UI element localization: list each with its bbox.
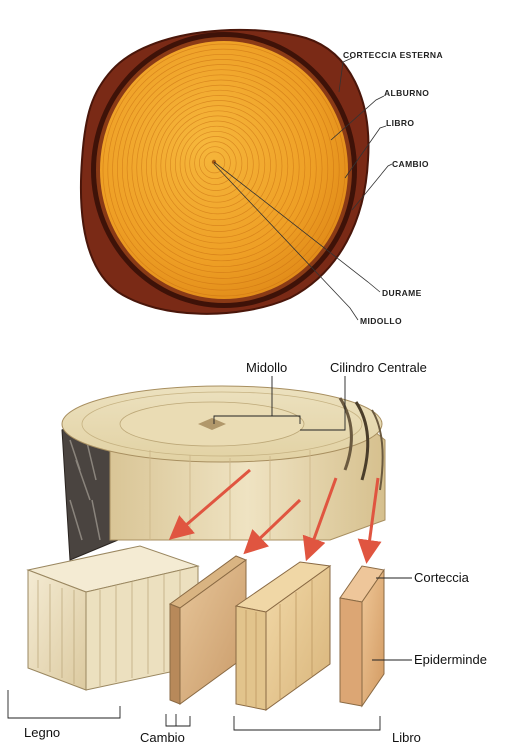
label-epiderminde: Epiderminde bbox=[414, 652, 487, 667]
bracket-legno bbox=[8, 690, 120, 718]
label-cambio: CAMBIO bbox=[392, 159, 429, 169]
corteccia-front bbox=[340, 598, 362, 706]
label-cambio-bottom: Cambio bbox=[140, 730, 185, 745]
trunk-cross-section bbox=[81, 30, 369, 314]
label-midollo-bottom: Midollo bbox=[246, 360, 287, 375]
stem-cylinder bbox=[62, 386, 385, 560]
bracket-cambio bbox=[166, 714, 176, 726]
corteccia-block bbox=[340, 566, 384, 706]
label-corteccia: Corteccia bbox=[414, 570, 470, 585]
label-libro-bottom: Libro bbox=[392, 730, 421, 745]
libro-block bbox=[236, 562, 330, 710]
label-durame: DURAME bbox=[382, 288, 422, 298]
bracket-cambio-2 bbox=[176, 716, 190, 726]
label-libro: LIBRO bbox=[386, 118, 414, 128]
label-alburno: ALBURNO bbox=[384, 88, 429, 98]
label-corteccia-esterna: CORTECCIA ESTERNA bbox=[343, 50, 443, 60]
label-legno: Legno bbox=[24, 725, 60, 740]
label-midollo: MIDOLLO bbox=[360, 316, 402, 326]
bracket-libro bbox=[234, 716, 380, 730]
label-cilindro-centrale: Cilindro Centrale bbox=[330, 360, 427, 375]
cambio-front bbox=[170, 604, 180, 704]
libro-front bbox=[236, 606, 266, 710]
